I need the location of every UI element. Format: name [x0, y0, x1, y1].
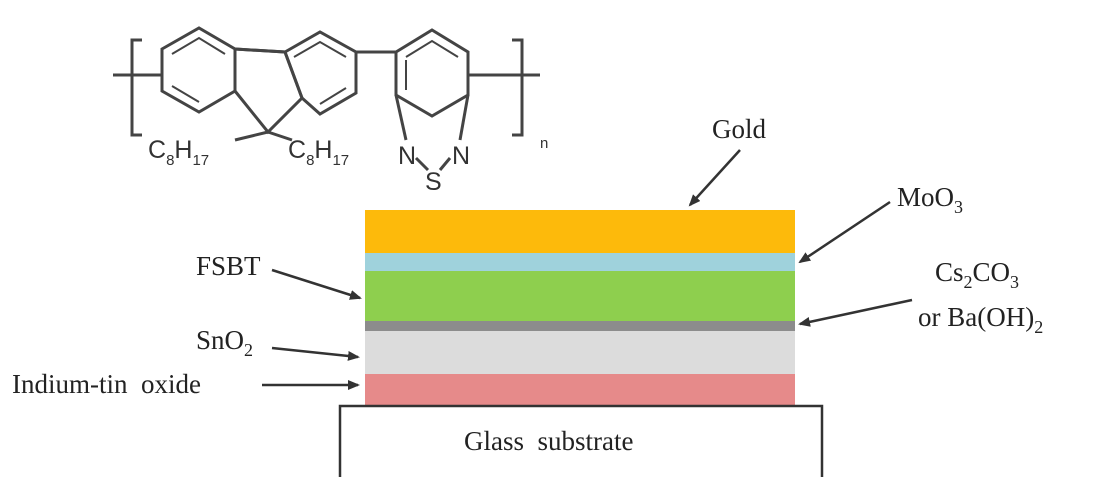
layer-labels: Gold MoO3 FSBT Cs2CO3 or Ba(OH)2 SnO2 In… — [12, 114, 1043, 456]
interlayer-label-line2: or Ba(OH)2 — [918, 302, 1043, 337]
alkyl-bond-left — [234, 130, 269, 142]
ito-label: Indium-tin oxide — [12, 369, 201, 399]
moo3-layer — [365, 253, 795, 271]
gold-label: Gold — [712, 114, 767, 144]
ito-layer — [365, 374, 795, 406]
right-bracket — [512, 38, 524, 137]
repeat-subscript: n — [540, 135, 548, 152]
interlayer-arrow — [798, 298, 913, 327]
structure-labels: C8H17 C8H17 N N S n — [148, 135, 548, 196]
fluorene-right-ring — [283, 30, 358, 116]
fsbt-label: FSBT — [196, 251, 261, 281]
glass-substrate — [338, 404, 824, 477]
polymer-structure — [113, 26, 540, 172]
alkyl-bond-right — [267, 130, 293, 142]
device-stack — [338, 210, 824, 477]
fsbt-layer — [365, 271, 795, 321]
atom-s: S — [425, 168, 442, 196]
glass-label: Glass substrate — [464, 426, 633, 456]
fluorene-five-ring — [233, 47, 304, 135]
moo3-arrow — [798, 200, 891, 264]
substituent-left-label: C8H17 — [148, 136, 209, 169]
atom-n-left: N — [398, 142, 416, 170]
sno2-arrow — [271, 346, 360, 361]
gold-arrow — [688, 149, 741, 207]
atom-n-right: N — [452, 142, 470, 170]
interlayer-label-line1: Cs2CO3 — [935, 257, 1019, 292]
fsbt-arrow — [271, 268, 362, 300]
interlayer-layer — [365, 321, 795, 331]
moo3-label: MoO3 — [897, 182, 963, 217]
left-bracket — [130, 38, 142, 137]
sno2-label: SnO2 — [196, 325, 253, 360]
fluorene-left-ring — [160, 26, 237, 114]
label-arrows — [262, 149, 913, 390]
sno2-layer — [365, 331, 795, 374]
substituent-right-label: C8H17 — [288, 136, 349, 169]
gold-layer — [365, 210, 795, 253]
